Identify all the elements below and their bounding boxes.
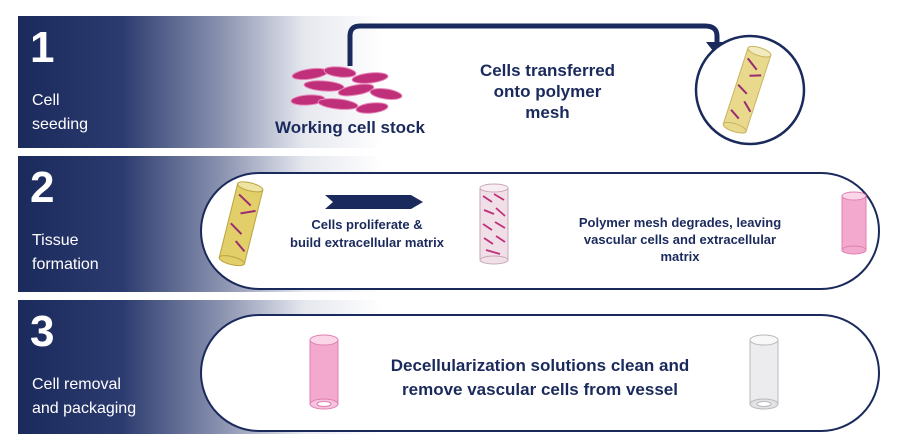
cell-filled-scaffold-icon <box>479 183 509 265</box>
step-3-number: 3 <box>30 307 55 356</box>
step-3-label-line1: Cell removal <box>32 376 121 393</box>
degrade-line-2: vascular cells and extracellular <box>583 232 777 247</box>
transfer-line-3: mesh <box>525 103 570 122</box>
step-1-number: 1 <box>30 23 55 72</box>
decell-line-2: remove vascular cells from vessel <box>402 380 678 399</box>
proliferate-line-2: build extracellular matrix <box>290 235 444 250</box>
proliferate-line-1: Cells proliferate & <box>311 217 423 232</box>
transfer-line-1: Cells transferred <box>479 61 616 80</box>
degrade-text: Polymer mesh degrades, leaving vascular … <box>545 214 815 265</box>
step-1-label-line2: seeding <box>32 116 89 133</box>
step-2-label-line1: Tissue <box>32 232 79 249</box>
decell-line-1: Decellularization solutions clean and <box>390 356 690 375</box>
tissue-formation-panel <box>200 172 880 290</box>
cell-stock-icon <box>290 66 403 114</box>
step-1-label-line1: Cell <box>32 92 60 109</box>
step-2-label-line2: formation <box>32 256 99 273</box>
decellularized-vessel-icon <box>749 334 779 410</box>
working-cell-stock-label: Working cell stock <box>275 118 425 137</box>
transfer-line-2: onto polymer <box>493 82 602 101</box>
degrade-line-1: Polymer mesh degrades, leaving <box>578 215 782 230</box>
decell-text: Decellularization solutions clean and re… <box>340 354 740 402</box>
step-2-number: 2 <box>30 163 55 212</box>
mesh-scaffold-icon <box>218 181 264 267</box>
transfer-text: Cells transferred onto polymer mesh <box>445 60 650 123</box>
proliferate-text: Cells proliferate & build extracellular … <box>262 216 472 252</box>
degrade-line-3: matrix <box>660 249 700 264</box>
process-arrow <box>325 195 423 209</box>
seeded-scaffold-icon <box>694 34 806 146</box>
pink-vessel-icon <box>841 191 867 255</box>
step-3-label-line2: and packaging <box>32 400 137 417</box>
pink-vessel-before-icon <box>309 334 339 410</box>
